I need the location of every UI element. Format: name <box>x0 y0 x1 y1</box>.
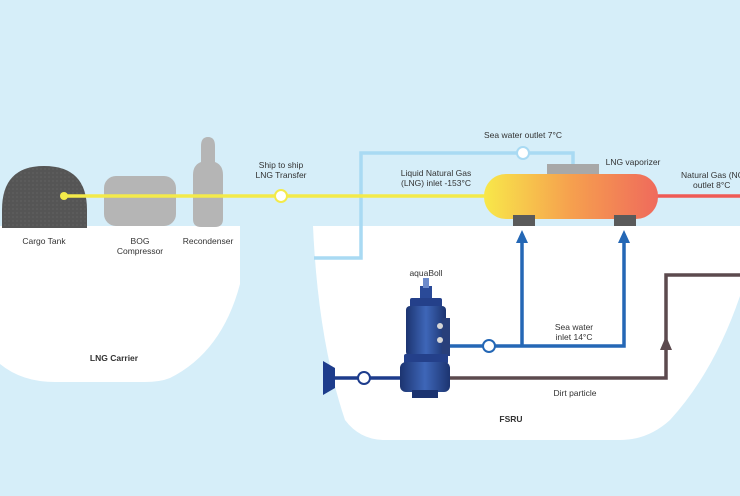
cargo-tank-label: Cargo Tank <box>22 236 66 246</box>
sea-water-inlet-label-2: inlet 14°C <box>556 332 593 342</box>
natural-gas-label-2: outlet 8°C <box>693 180 730 190</box>
sea-water-outlet-valve <box>516 146 530 160</box>
lng-inlet-label-1: Liquid Natural Gas <box>401 168 471 178</box>
bog-compressor <box>104 176 176 226</box>
fsru-label: FSRU <box>499 414 522 424</box>
ship-transfer-label-1: Ship to ship <box>259 160 304 170</box>
cargo-tank <box>2 166 87 228</box>
sea-water-inlet-label-1: Sea water <box>555 322 593 332</box>
vaporizer-top-block <box>547 164 599 176</box>
lng-vaporizer <box>484 174 658 219</box>
sea-water-outlet-label: Sea water outlet 7°C <box>484 130 562 140</box>
vaporizer-leg-right <box>614 215 636 226</box>
lng-vaporizer-label: LNG vaporizer <box>606 157 661 167</box>
lng-inlet-label-2: (LNG) inlet -153°C <box>401 178 471 188</box>
aquaboll-label: aquaBoll <box>409 268 442 278</box>
dirt-arrow-up <box>660 336 672 350</box>
sea-water-outlet-pipe <box>314 151 575 260</box>
bog-compressor-label-1: BOG <box>131 236 150 246</box>
arrow-up-left <box>516 230 528 243</box>
fsru-hull <box>313 226 740 440</box>
arrow-up-right <box>618 230 630 243</box>
vaporizer-leg-left <box>513 215 535 226</box>
natural-gas-label-1: Natural Gas (NG) <box>681 170 740 180</box>
recondenser-label: Recondenser <box>183 236 234 246</box>
lng-carrier-hull <box>0 226 240 382</box>
intake-valve <box>357 371 371 385</box>
dirt-particle-label: Dirt particle <box>554 388 597 398</box>
recondenser <box>193 137 223 227</box>
lng-carrier-label: LNG Carrier <box>90 353 139 363</box>
sea-water-inlet-pipe <box>446 234 626 348</box>
sea-chest-intake <box>323 361 335 395</box>
dirt-discharge-pipe <box>446 273 740 380</box>
ship-transfer-valve <box>274 189 288 203</box>
sea-water-inlet-valve <box>482 339 496 353</box>
ship-transfer-label-2: LNG Transfer <box>255 170 306 180</box>
aquaboll-filter <box>400 278 450 398</box>
lng-start-point <box>60 192 68 200</box>
bog-compressor-label-2: Compressor <box>117 246 163 256</box>
